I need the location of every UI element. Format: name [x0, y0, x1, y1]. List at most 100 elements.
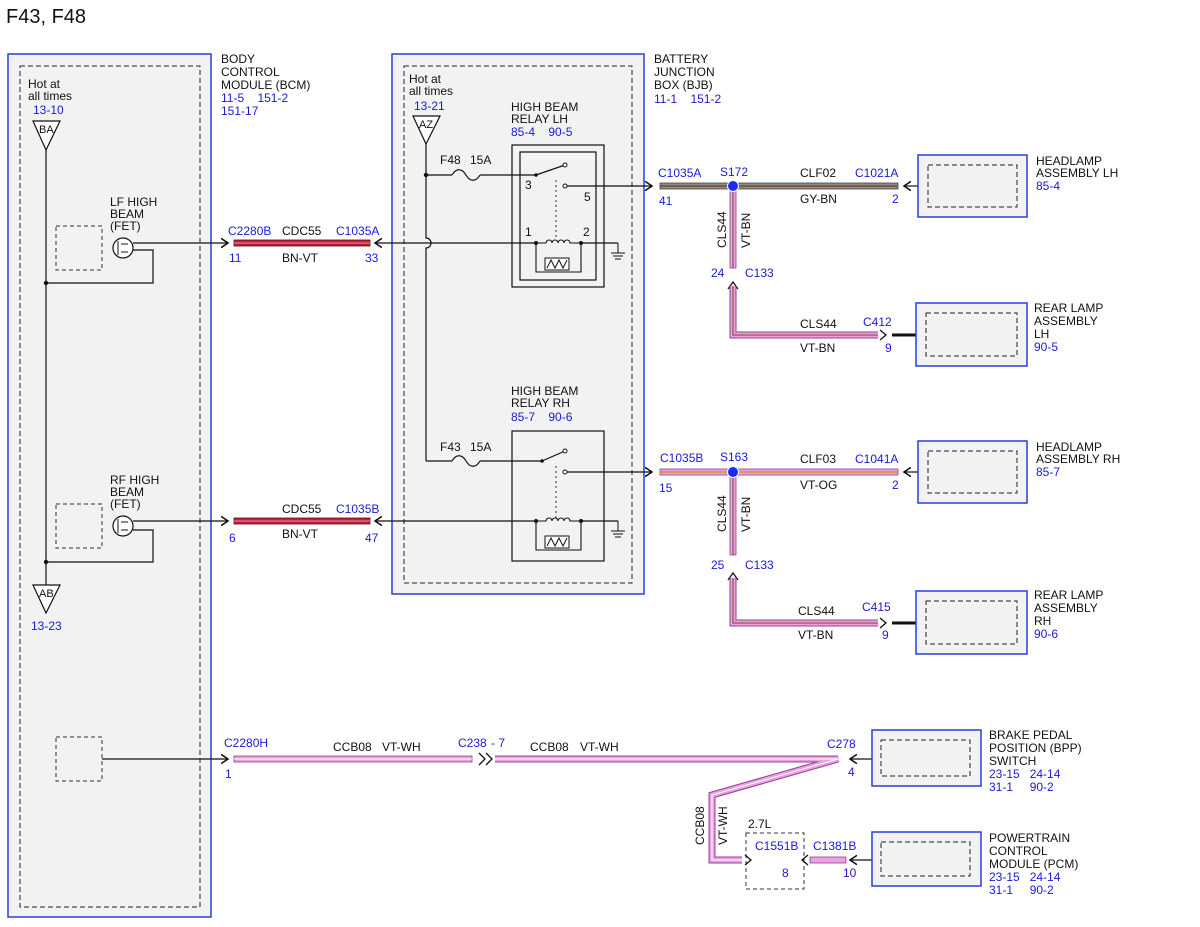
terminal-ba-icon [32, 120, 61, 152]
fuse-f43-icon [451, 455, 481, 467]
wire-ccb08-right [495, 755, 847, 864]
bcm-refs-line-2: 151-17 [221, 104, 259, 118]
wire-ccb08-vert-color: VT-WH [716, 806, 730, 845]
pin-41: 41 [659, 194, 673, 208]
rear-lamp-rh-refs: 90-6 [1034, 627, 1058, 641]
wire-ccb08-left [233, 755, 473, 763]
relay-rh-switch-icon [541, 450, 566, 462]
pin-33: 33 [365, 251, 379, 265]
relay-rh-outline [511, 430, 605, 562]
bcm-hot-line-1: Hot at [28, 77, 61, 91]
rear-lamp-rh-outline [915, 590, 1028, 655]
wire-clf02 [659, 182, 899, 190]
headlamp-rh-outline [917, 440, 1028, 504]
bjb-refs: 11-1 151-2 [654, 92, 721, 106]
pin-4: 4 [848, 765, 855, 779]
pin-8: 8 [782, 866, 789, 880]
rear-lamp-lh-outline [915, 302, 1028, 367]
wire-cls44-upper-color: VT-BN [800, 341, 835, 355]
relay-lh-inner [519, 151, 597, 281]
relay-rh-label-1: HIGH BEAM [511, 384, 578, 398]
wire-cls44-upper-circuit: CLS44 [800, 317, 837, 331]
pcm-refs-2: 31-1 90-2 [989, 883, 1054, 897]
rear-lamp-rh-label-3: RH [1034, 614, 1051, 628]
wire-ccb08-left-color: VT-WH [382, 740, 421, 754]
pin-24: 24 [711, 266, 725, 280]
wire-cls44-lower-vertical [729, 471, 737, 556]
wire-cls44-lower-circuit: CLS44 [798, 604, 835, 618]
relay-rh-label-2: RELAY RH [511, 396, 570, 410]
conn-c133-upper: C133 [745, 266, 774, 280]
bpp-switch-outline [871, 729, 982, 787]
conn-c415: C415 [862, 600, 891, 614]
conn-c2280h: C2280H [224, 736, 268, 750]
wire-cdc55-lower [233, 517, 371, 525]
wire-ccb08-left-circuit: CCB08 [333, 740, 372, 754]
bjb-hot-line-2: all times [409, 84, 453, 98]
pin-9-lh: 9 [885, 341, 892, 355]
rear-lamp-lh-label-2: ASSEMBLY [1034, 314, 1098, 328]
conn-c1035b-left: C1035B [336, 502, 379, 516]
conn-c2280b: C2280B [228, 224, 271, 238]
pin-2-rh: 2 [892, 478, 899, 492]
wire-cdc55-lower-color: BN-VT [282, 527, 319, 541]
pin-1: 1 [225, 767, 232, 781]
bpp-label-3: SWITCH [989, 754, 1036, 768]
terminal-ab-icon [32, 584, 61, 615]
conn-c1041a: C1041A [855, 452, 898, 466]
lf-high-beam-label-1: LF HIGH [110, 195, 157, 209]
bpp-label-2: POSITION (BPP) [989, 741, 1082, 755]
wire-cdc55-upper-circuit: CDC55 [282, 224, 322, 238]
pcm-refs-1: 23-15 24-14 [989, 870, 1061, 884]
page-title: F43, F48 [6, 6, 86, 28]
pin-6: 6 [229, 531, 236, 545]
pcm-outline [871, 831, 982, 887]
c133-lower-arrow-icon [727, 571, 739, 581]
rf-high-beam-label-3: (FET) [110, 497, 141, 511]
relay-lh-label-1: HIGH BEAM [511, 100, 578, 114]
bjb-outline [391, 53, 645, 595]
relay-lh-label-2: RELAY LH [511, 112, 568, 126]
bcm-refs-line-1: 11-5 151-2 [221, 91, 288, 105]
fuse-f43-rating: 15A [470, 440, 491, 454]
conn-c1035a-right: C1035A [658, 166, 701, 180]
wire-clf03-circuit: CLF03 [800, 452, 836, 466]
fuse-f43-label: F43 [440, 440, 461, 454]
bpp-refs-2: 31-1 90-2 [989, 780, 1054, 794]
bjb-hot-line-1: Hot at [409, 72, 442, 86]
splice-s163-icon [727, 466, 739, 478]
relay-lh-refs: 85-4 90-5 [511, 125, 573, 139]
conn-c1035b-right: C1035B [660, 451, 703, 465]
pin-2-lh: 2 [892, 192, 899, 206]
pcm-label-2: CONTROL [989, 844, 1048, 858]
wire-cls44-upper-vert-circuit: CLS44 [715, 211, 729, 248]
conn-c412: C412 [863, 315, 892, 329]
wire-cls44-lower-color: VT-BN [798, 628, 833, 642]
lf-high-beam-label-2: BEAM [110, 207, 144, 221]
wire-cls44-lower-vert-color: VT-BN [739, 497, 753, 532]
relay-lh-pin-1: 1 [525, 225, 532, 239]
headlamp-lh-label-2: ASSEMBLY LH [1036, 166, 1118, 180]
wire-cls44-upper-horizontal [729, 286, 878, 339]
fuse-f48-rating: 15A [470, 153, 491, 167]
bpp-label-1: BRAKE PEDAL [989, 728, 1073, 742]
pin-47: 47 [365, 531, 379, 545]
terminal-az-icon [412, 115, 441, 146]
wire-cdc55-upper [233, 239, 371, 247]
bjb-inner-outline [403, 65, 633, 584]
pcm-inner [880, 841, 971, 877]
wire-cdc55-lower-circuit: CDC55 [282, 502, 322, 516]
wire-ccb08-right-circuit: CCB08 [530, 740, 569, 754]
relay-lh-pin-2: 2 [583, 225, 590, 239]
headlamp-lh-outline [917, 154, 1028, 218]
wire-cls44-upper-vertical [729, 185, 737, 269]
bjb-name-line-3: BOX (BJB) [654, 78, 713, 92]
terminal-ba-label: BA [39, 124, 54, 136]
headlamp-lh-refs: 85-4 [1036, 179, 1060, 193]
pcm-label-1: POWERTRAIN [989, 831, 1070, 845]
conn-c1035a-left: C1035A [336, 224, 379, 238]
wire-clf02-circuit: CLF02 [800, 166, 836, 180]
bcm-inner-outline [19, 65, 201, 908]
wire-cls44-upper-vert-color: VT-BN [739, 213, 753, 248]
terminal-ab-label: AB [39, 588, 54, 600]
